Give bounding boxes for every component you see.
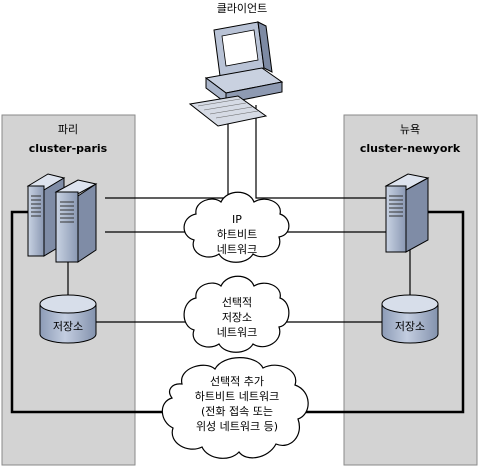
storage-label: 저장소 xyxy=(395,320,425,333)
server-tower-icon xyxy=(384,173,430,253)
cloud-text-line: 하트비트 xyxy=(217,227,257,241)
site-region-label: 뉴욕 xyxy=(400,123,420,136)
server-storage-links xyxy=(67,250,411,298)
ip-heartbeat-cloud xyxy=(183,191,290,263)
client-computer-icon xyxy=(188,21,284,127)
optional-heartbeat-links xyxy=(10,210,465,414)
cloud-text-line: (전화 접속 또는 xyxy=(201,405,273,418)
server-tower-icon xyxy=(54,179,98,263)
storage-label: 저장소 xyxy=(53,320,83,333)
storage-cylinder-icon xyxy=(39,294,97,344)
cloud-text-line: 선택적 추가 xyxy=(210,375,264,388)
cloud-text-line: 하트비트 네트워크 xyxy=(195,389,279,403)
storage-cylinder-icon xyxy=(381,294,439,344)
cloud-text-line: 저장소 xyxy=(222,311,252,324)
client-label: 클라이언트 xyxy=(217,2,268,15)
cloud-text-line: 네트워크 xyxy=(217,326,257,339)
cloud-text-line: 네트워크 xyxy=(217,243,257,256)
site-cluster-label: cluster-paris xyxy=(29,142,108,155)
cloud-text-line: IP xyxy=(232,213,242,226)
cloud-text-line: 선택적 xyxy=(222,296,252,309)
site-cluster-label: cluster-newyork xyxy=(360,142,461,155)
storage-network-cloud xyxy=(183,275,290,353)
optional-heartbeat-cloud xyxy=(161,357,309,459)
site-region-label: 파리 xyxy=(58,123,78,136)
cloud-text-line: 위성 네트워크 등) xyxy=(196,420,278,433)
